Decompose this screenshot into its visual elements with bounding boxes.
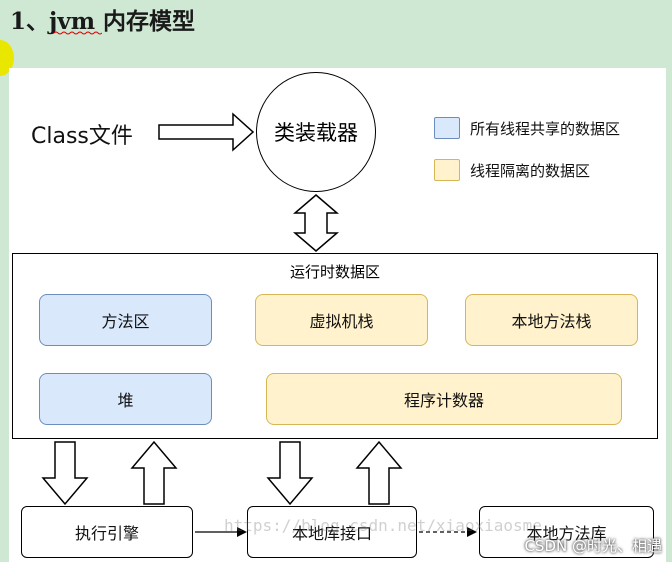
rda-to-interface-arrow (266, 441, 314, 506)
class-to-loader-arrow (158, 112, 255, 152)
execution-engine-label: 执行引擎 (74, 524, 139, 543)
loader-rda-bidirectional-arrow (292, 194, 340, 252)
connector-layer (41, 112, 477, 537)
program-counter-label: 程序计数器 (403, 391, 484, 410)
class-loader-label: 类装载器 (274, 121, 358, 145)
page-title: 1、jvm 内存模型 (10, 8, 196, 35)
runtime-data-area-title: 运行时数据区 (289, 263, 380, 281)
credit-watermark: CSDN @时光、相遇 (524, 537, 662, 555)
vm-stack-label: 虚拟机栈 (309, 312, 374, 331)
heap-label: 堆 (117, 391, 134, 410)
method-area: 方法区 (39, 294, 212, 346)
native-method-stack-label: 本地方法栈 (511, 312, 592, 331)
native-interface-label: 本地库接口 (291, 524, 372, 543)
interface-to-library-arrowhead (467, 527, 477, 537)
native-library: 本地方法库 (479, 506, 654, 558)
cursor-highlight (0, 40, 14, 76)
spellcheck-underline (54, 31, 102, 35)
diagram-canvas: Class文件 类装载器 所有线程共享的数据区 线程隔离的数据区 运行时数据区 … (9, 68, 666, 562)
url-watermark: https://blog.csdn.net/xiaoxiaosme (224, 516, 542, 535)
runtime-data-area: 运行时数据区 方法区 虚拟机栈 本地方法栈 堆 程序计数器 (12, 253, 658, 439)
legend-shared-swatch (434, 117, 460, 139)
program-counter: 程序计数器 (266, 373, 622, 425)
class-file-label: Class文件 (31, 124, 133, 149)
engine-to-rda-arrow (130, 440, 178, 505)
native-library-label: 本地方法库 (526, 524, 607, 543)
heap: 堆 (39, 373, 212, 425)
native-method-stack: 本地方法栈 (465, 294, 638, 346)
native-interface: 本地库接口 (247, 506, 417, 558)
execution-engine: 执行引擎 (21, 506, 193, 558)
engine-to-interface-arrowhead (237, 527, 247, 537)
legend-isolated-label: 线程隔离的数据区 (470, 162, 591, 180)
legend-isolated-swatch (434, 159, 460, 181)
class-loader-node: 类装载器 (256, 72, 376, 192)
rda-to-engine-arrow (41, 441, 89, 506)
interface-to-rda-arrow (355, 440, 403, 505)
method-area-label: 方法区 (101, 312, 150, 331)
legend-shared-label: 所有线程共享的数据区 (470, 120, 621, 138)
vm-stack: 虚拟机栈 (255, 294, 428, 346)
